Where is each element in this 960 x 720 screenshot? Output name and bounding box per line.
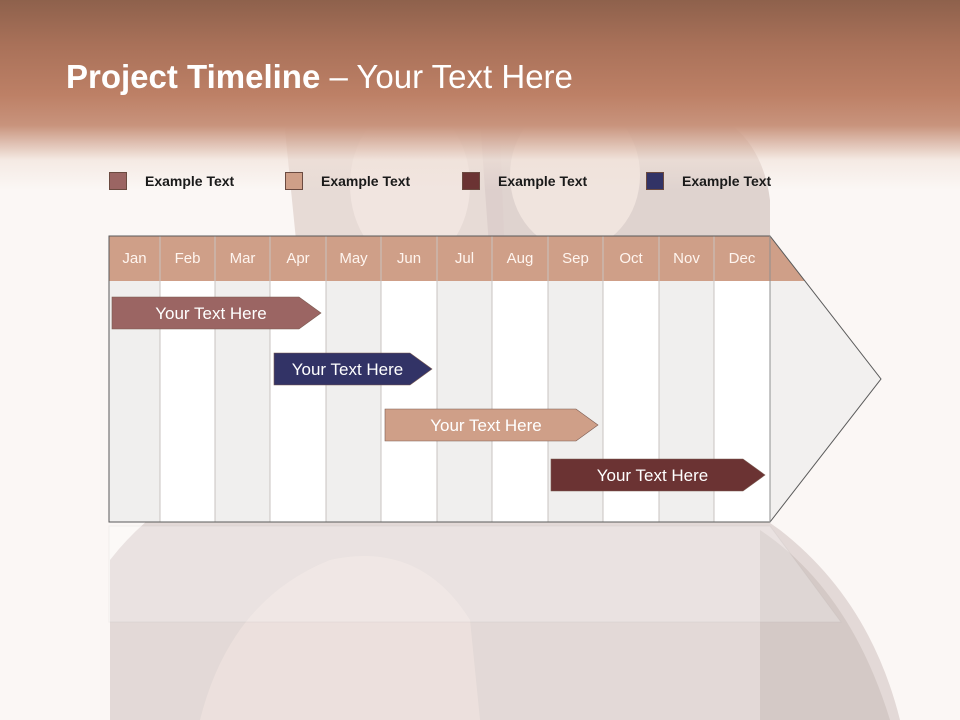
month-column [492,281,548,522]
month-label: Aug [506,250,534,267]
month-header-row [109,236,805,281]
title-bold: Project Timeline [66,58,321,95]
month-column [437,281,492,522]
timeline-arrow-outline [108,235,882,523]
legend-label: Example Text [498,173,588,189]
legend-label: Example Text [682,173,772,189]
month-label: May [339,250,368,267]
month-label: Apr [286,250,310,267]
legend-swatch [109,172,127,190]
task-arrow [384,408,599,442]
task-label: Your Text Here [430,416,542,435]
task-arrow [111,296,322,330]
month-label: Jan [122,250,147,267]
timeline-reflection [108,525,842,623]
legend-item: Example Text [646,170,771,192]
month-label: Nov [673,250,700,267]
task-arrow [273,352,433,386]
legend-label: Example Text [145,173,235,189]
task-arrow [550,458,766,492]
header-band [0,0,960,190]
month-column [381,281,437,522]
month-label: Mar [229,250,256,267]
month-label: Sep [562,250,589,267]
month-label: Feb [174,250,201,267]
month-column [326,281,381,522]
slide-title: Project Timeline – Your Text Here [66,58,573,96]
month-label: Dec [728,250,756,267]
legend-swatch [462,172,480,190]
timeline-tasks [111,296,766,492]
month-label: Jul [454,250,475,267]
task-label: Your Text Here [291,360,404,379]
legend-swatch [285,172,303,190]
month-label: Oct [619,250,643,267]
legend-item: Example Text [462,170,587,192]
task-label: Your Text Here [155,304,267,323]
legend-item: Example Text [109,170,234,192]
title-subtitle: – Your Text Here [320,58,573,95]
legend-label: Example Text [321,173,411,189]
legend-swatch [646,172,664,190]
month-label: Jun [396,250,422,267]
legend-item: Example Text [285,170,410,192]
task-label: Your Text Here [596,466,709,485]
